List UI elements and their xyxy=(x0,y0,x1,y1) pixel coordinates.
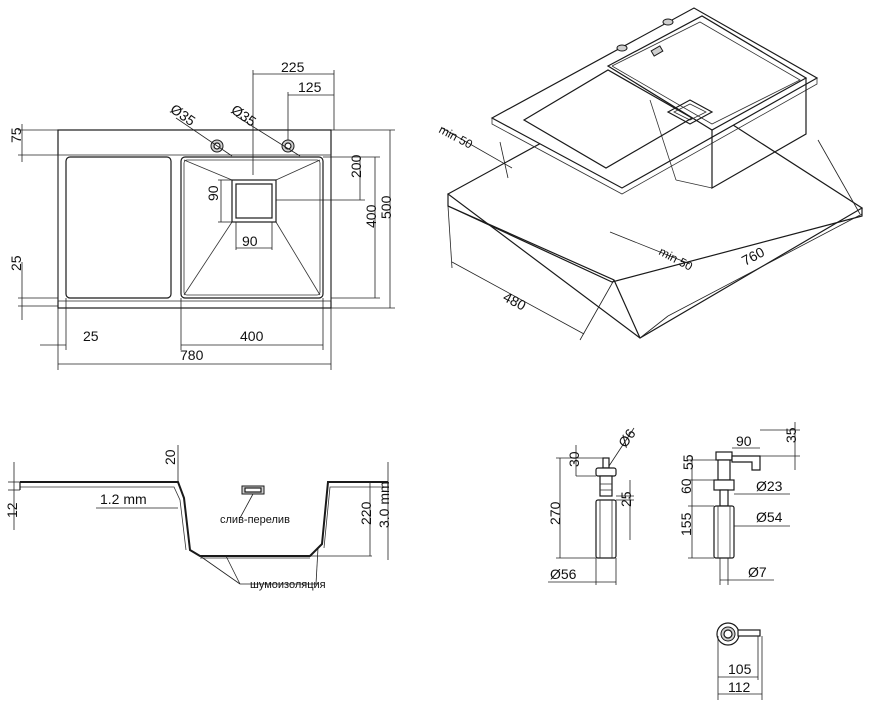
bowl-outline xyxy=(180,156,324,299)
dispenser-a-bottle xyxy=(595,499,617,559)
dispenser-b-top xyxy=(715,451,733,461)
dispenser-b-shaft xyxy=(719,489,729,507)
dispenser-b-bottle xyxy=(713,505,735,559)
section-profile xyxy=(20,481,388,557)
dim-min50-left: min 50 xyxy=(437,122,476,151)
dispenser-a-shaft xyxy=(599,475,613,497)
dim-30: 30 xyxy=(566,451,582,467)
spout-top-view: 105 112 xyxy=(716,622,763,700)
dispenser-b: 90 35 55 60 155 Ø23 Ø54 Ø7 xyxy=(678,422,800,585)
dim-drain-90v: 90 xyxy=(205,185,221,201)
dim-220: 220 xyxy=(358,501,374,525)
sink-plate xyxy=(490,7,819,189)
dim-400-bottom: 400 xyxy=(240,328,264,344)
dim-12: 12 xyxy=(4,502,20,518)
dim-drain-90h: 90 xyxy=(242,233,258,249)
dim-d56: Ø56 xyxy=(550,566,577,582)
dim-780: 780 xyxy=(180,347,204,363)
dim-105: 105 xyxy=(728,661,752,677)
iso-tap-hole-2-icon xyxy=(662,18,674,26)
dim-112: 112 xyxy=(728,679,751,695)
dim-hole-left: Ø35 xyxy=(168,101,199,129)
dim-60: 60 xyxy=(678,478,694,494)
sink-rim-line xyxy=(57,154,332,302)
dispenser-a: 270 30 Ø6 25 Ø56 xyxy=(547,426,639,585)
spout-arm xyxy=(737,629,761,637)
dim-20: 20 xyxy=(162,449,178,465)
dim-25-bottom: 25 xyxy=(83,328,99,344)
dispenser-a-nozzle xyxy=(602,457,610,469)
dim-25-disp: 25 xyxy=(618,491,634,507)
dispenser-b-neck xyxy=(717,459,731,481)
dim-155: 155 xyxy=(678,512,694,536)
label-overflow: слив-перелив xyxy=(220,514,290,526)
dispenser-b-spout xyxy=(731,455,761,471)
drain-square xyxy=(231,179,277,223)
dim-3mm: 3.0 mm xyxy=(376,481,392,528)
spout-ring-inner-icon xyxy=(723,629,733,639)
iso-tap-hole-1-icon xyxy=(616,44,628,52)
dim-500: 500 xyxy=(378,195,394,219)
isometric-view: min 50 min 50 480 760 xyxy=(437,7,864,341)
top-view: 225 125 Ø35 Ø35 75 25 200 400 500 90 xyxy=(8,59,395,370)
iso-drain xyxy=(666,99,714,125)
dispenser-b-collar xyxy=(713,479,735,491)
drain-inner xyxy=(235,183,273,219)
drainboard xyxy=(65,156,172,299)
dim-25-left: 25 xyxy=(8,255,24,271)
dispenser-a-head xyxy=(595,467,617,477)
dim-1-2mm: 1.2 mm xyxy=(100,491,147,507)
iso-overflow-icon xyxy=(650,45,664,57)
dim-200: 200 xyxy=(348,154,364,178)
dim-90-disp: 90 xyxy=(736,433,752,449)
dim-125: 125 xyxy=(298,79,322,95)
dim-270: 270 xyxy=(547,501,563,525)
dim-d54: Ø54 xyxy=(756,509,783,525)
dim-d6: Ø6 xyxy=(615,426,639,451)
section-view: 12 20 1.2 mm 220 3.0 mm слив-перелив шум… xyxy=(4,445,392,591)
dim-35-disp: 35 xyxy=(783,427,799,443)
dim-480: 480 xyxy=(501,289,529,314)
dim-d23: Ø23 xyxy=(756,478,783,494)
dim-hole-right: Ø35 xyxy=(228,101,259,129)
iso-drainboard xyxy=(522,69,694,169)
label-noise-insulation: шумоизоляция xyxy=(250,579,326,591)
dim-55: 55 xyxy=(680,454,696,470)
dim-225: 225 xyxy=(281,59,305,75)
dim-75: 75 xyxy=(8,127,24,143)
bowl-inner xyxy=(183,159,321,296)
dim-d7: Ø7 xyxy=(748,564,767,580)
dim-400-right: 400 xyxy=(363,204,379,228)
